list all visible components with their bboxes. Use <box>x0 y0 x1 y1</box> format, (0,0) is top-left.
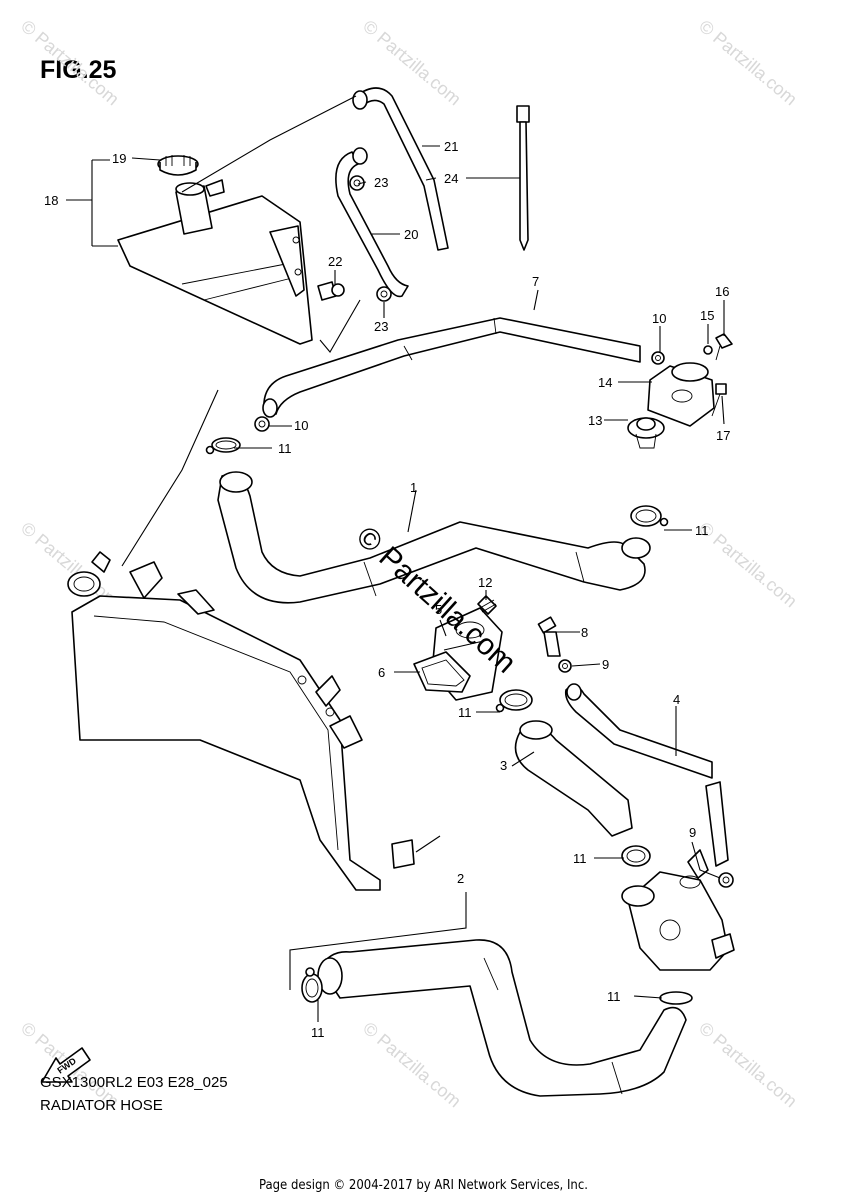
callout-6: 6 <box>378 665 385 680</box>
callout-20: 20 <box>404 227 418 242</box>
reservoir-tank <box>117 179 313 345</box>
hose-4 <box>564 683 729 867</box>
figure-title: FIG.25 <box>40 56 117 84</box>
clamp-11-a <box>205 437 241 455</box>
callout-1: 1 <box>410 480 417 495</box>
callout-14: 14 <box>598 375 612 390</box>
callout-labels: 1 2 3 4 5 6 7 8 9 9 10 10 11 11 11 11 11… <box>44 139 730 1040</box>
callout-15: 15 <box>700 308 714 323</box>
o-ring-15 <box>703 345 713 355</box>
reservoir-cap <box>157 155 199 176</box>
hose-20 <box>335 147 409 298</box>
callout-2: 2 <box>457 871 464 886</box>
callout-16: 16 <box>715 284 729 299</box>
clip-10-right <box>651 351 665 365</box>
clip-9-upper <box>558 659 572 673</box>
callout-9-upper: 9 <box>602 657 609 672</box>
model-code: GSX1300RL2 E03 E28_025 <box>40 1074 228 1091</box>
radiator <box>67 551 415 891</box>
water-pump <box>621 849 735 971</box>
callout-21: 21 <box>444 139 458 154</box>
leader-lines <box>66 95 725 1022</box>
callout-13: 13 <box>588 413 602 428</box>
cable-tie-24 <box>516 105 530 251</box>
sensor-12 <box>477 595 497 615</box>
clamp-11-b <box>630 505 669 527</box>
clamp-11-d <box>621 845 651 867</box>
callout-18: 18 <box>44 193 58 208</box>
callout-17: 17 <box>716 428 730 443</box>
clamp-11-f <box>301 967 323 1003</box>
clip-23-lower <box>376 286 392 302</box>
footer-copyright: Page design © 2004-2017 by ARI Network S… <box>259 1178 588 1193</box>
callout-7: 7 <box>532 274 539 289</box>
clip-9-lower <box>718 872 734 888</box>
callout-11-f: 11 <box>311 1025 325 1040</box>
callout-8: 8 <box>581 625 588 640</box>
callout-19: 19 <box>112 151 126 166</box>
callout-11-c: 11 <box>458 705 472 720</box>
callout-22: 22 <box>328 254 342 269</box>
thermostat-cover <box>647 362 715 427</box>
callout-11-d: 11 <box>573 851 587 866</box>
callout-5: 5 <box>435 602 442 617</box>
callout-3: 3 <box>500 758 507 773</box>
bolt-17 <box>711 383 727 417</box>
callout-23-upper: 23 <box>374 175 388 190</box>
callout-23-lower: 23 <box>374 319 388 334</box>
clamp-11-c <box>495 689 533 713</box>
hose-21 <box>352 87 449 251</box>
hose-2 <box>317 939 687 1097</box>
callout-11-a: 11 <box>278 441 292 456</box>
gasket-6 <box>413 651 471 693</box>
callout-9-lower: 9 <box>689 825 696 840</box>
clamp-11-e <box>659 991 693 1005</box>
bolt-22 <box>317 281 345 301</box>
callout-4: 4 <box>673 692 680 707</box>
section-name: RADIATOR HOSE <box>40 1097 163 1114</box>
clip-10-left <box>254 416 270 432</box>
callout-11-e: 11 <box>607 989 621 1004</box>
bolt-16 <box>715 333 733 361</box>
hose-7 <box>262 317 641 418</box>
callout-10-left: 10 <box>294 418 308 433</box>
callout-24: 24 <box>444 171 458 186</box>
hose-3 <box>514 720 633 837</box>
hose-1 <box>217 471 651 604</box>
callout-12: 12 <box>478 575 492 590</box>
callout-10-right: 10 <box>652 311 666 326</box>
thermostat <box>627 417 665 449</box>
callout-11-b: 11 <box>695 523 709 538</box>
fitting-8 <box>537 616 561 657</box>
